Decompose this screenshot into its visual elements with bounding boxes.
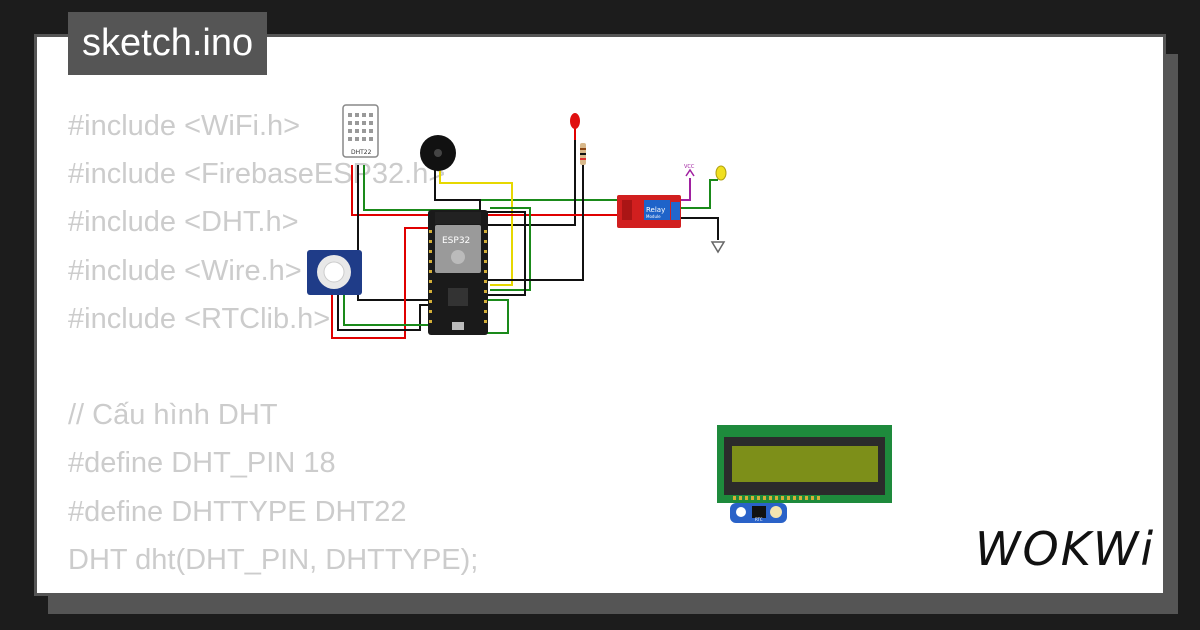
code-line: DHT dht(DHT_PIN, DHTTYPE);	[68, 543, 479, 576]
wire-black	[680, 217, 719, 240]
preview-card	[34, 34, 1166, 596]
code-line: #include <WiFi.h>	[68, 110, 301, 142]
code-line: #define DHT_PIN 18	[68, 447, 336, 480]
dht22-label: DHT22	[351, 149, 372, 156]
wire-green	[680, 179, 718, 209]
relay-module[interactable]: Relay Module	[617, 195, 681, 228]
code-line: #include <FirebaseESP32.h>	[68, 158, 446, 191]
wire-purple	[680, 178, 691, 201]
relay-label: Relay	[646, 206, 665, 214]
esp32-label: ESP32	[442, 236, 470, 246]
code-line: #include <RTClib.h>	[68, 302, 331, 335]
code-line: #define DHTTYPE DHT22	[68, 495, 407, 528]
vcc-label: VCC	[684, 164, 695, 170]
yellow-led[interactable]	[715, 165, 727, 181]
resistor	[580, 143, 586, 165]
ground-icon	[710, 241, 726, 254]
wire-black	[357, 165, 432, 301]
rtc-label: RTC	[755, 517, 763, 522]
pir-sensor[interactable]	[307, 250, 362, 295]
wire-black	[487, 211, 526, 296]
vcc-marker: VCC	[684, 164, 695, 177]
code-preview: #include <WiFi.h> #include <FirebaseESP3…	[68, 102, 478, 584]
file-name-tab[interactable]: sketch.ino	[68, 12, 268, 75]
wire-red	[351, 165, 430, 216]
buzzer[interactable]	[420, 135, 456, 171]
code-line: #include <Wire.h>	[68, 254, 302, 287]
code-line: #include <DHT.h>	[68, 206, 299, 239]
wokwi-logo: WOKWi	[975, 522, 1156, 576]
wire-red	[331, 227, 430, 339]
relay-sub-label: Module	[646, 214, 661, 219]
wire-green	[490, 207, 531, 291]
wire-black	[488, 165, 584, 281]
wires	[331, 128, 719, 339]
rtc-module[interactable]: RTC	[730, 503, 787, 523]
wire-green	[343, 288, 432, 326]
wire-green	[363, 165, 617, 211]
lcd-display[interactable]	[717, 425, 892, 503]
wire-black	[337, 288, 430, 331]
red-led[interactable]	[570, 113, 580, 129]
wire-yellow	[439, 170, 513, 286]
esp32-board[interactable]: ESP32	[428, 210, 488, 335]
code-line: // Cấu hình DHT	[68, 399, 278, 432]
dht22-sensor[interactable]: DHT22	[342, 104, 379, 158]
